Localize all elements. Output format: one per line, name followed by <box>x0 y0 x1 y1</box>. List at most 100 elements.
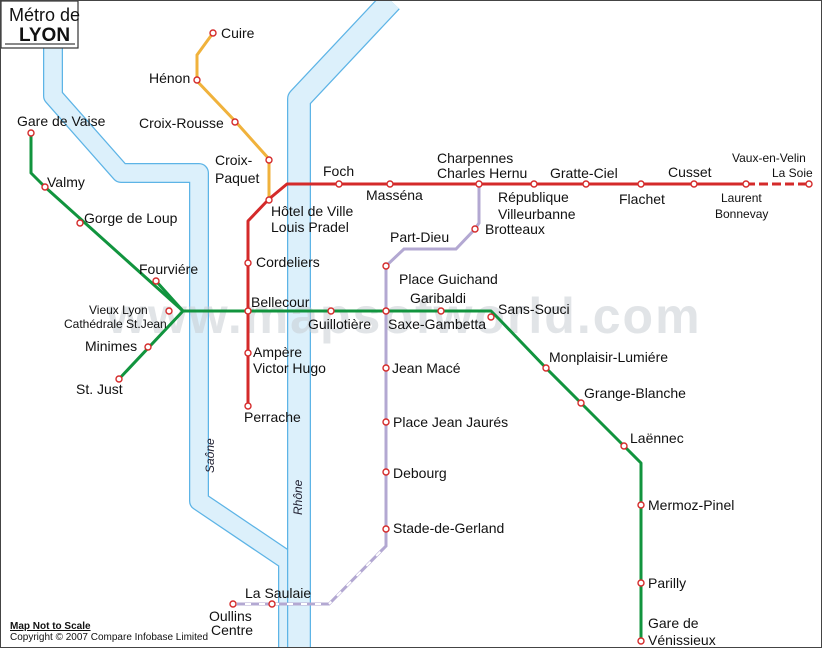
station-label-valmy: Valmy <box>47 174 85 190</box>
station-parilly-dot <box>637 579 645 587</box>
station-label-gare-de-vaise: Gare de Vaise <box>17 113 106 129</box>
station-label-parilly: Parilly <box>648 575 686 591</box>
station-label-flachet: Flachet <box>619 191 665 207</box>
line-d <box>29 133 643 641</box>
station-label-sans-souci: Sans-Souci <box>498 301 570 317</box>
station-label-charpennes-2: Charles Hernu <box>437 165 527 181</box>
station-label-bellecour: Bellecour <box>251 294 310 310</box>
station-label-hotel-de-ville-2: Louis Pradel <box>271 219 349 235</box>
station-label-saxe-gambetta: Saxe-Gambetta <box>388 316 486 332</box>
station-republique-dot <box>530 180 538 188</box>
station-label-jean-jaures: Place Jean Jaurés <box>393 414 508 430</box>
station-label-charpennes-1: Charpennes <box>437 150 513 166</box>
station-laennec-dot <box>620 442 628 450</box>
station-label-place-guichand: Place Guichand <box>399 271 498 287</box>
river-rhone-label: Rhône <box>291 479 305 515</box>
station-label-republique-2: Villeurbanne <box>498 206 576 222</box>
line-c <box>195 32 271 199</box>
station-vaulx-en-velin-dot <box>805 180 813 188</box>
station-mermoz-dot <box>637 501 645 509</box>
station-label-perrache: Perrache <box>244 409 301 425</box>
footer-note: Map Not to Scale <box>10 621 91 632</box>
station-label-foch: Foch <box>323 163 354 179</box>
station-saxe-gambetta-dot <box>382 307 390 315</box>
station-label-brotteaux: Brotteaux <box>485 221 545 237</box>
station-label-gratte-ciel: Gratte-Ciel <box>550 165 618 181</box>
station-label-cordeliers: Cordeliers <box>256 254 320 270</box>
station-label-debourg: Debourg <box>393 465 447 481</box>
station-vieux-lyon-dot <box>165 307 173 315</box>
station-croix-rousse-dot <box>231 118 239 126</box>
station-label-oullins-1: Oullins <box>209 608 252 624</box>
station-label-venissieux-1: Gare de <box>648 615 699 631</box>
station-gratte-ciel-dot <box>582 180 590 188</box>
station-label-republique-1: République <box>498 189 569 205</box>
station-label-hotel-de-ville-1: Hôtel de Ville <box>271 203 353 219</box>
station-label-ampere-2: Victor Hugo <box>253 360 326 376</box>
station-label-vaulx-2: La Soie <box>772 166 813 180</box>
station-stade-gerland-dot <box>382 525 390 533</box>
station-label-massena: Masséna <box>366 187 423 203</box>
title-line-2: LYON <box>19 25 70 46</box>
station-label-monplaisir: Monplaisir-Lumiére <box>549 349 668 365</box>
station-label-oullins-2: Centre <box>211 622 253 638</box>
station-label-laurent-2: Bonnevay <box>715 207 768 221</box>
station-label-mermoz: Mermoz-Pinel <box>648 497 734 513</box>
station-cordeliers-dot <box>244 259 252 267</box>
station-label-fourviere: Fourviére <box>139 261 198 277</box>
station-brotteaux-dot <box>471 225 479 233</box>
station-label-cuire: Cuire <box>221 25 255 41</box>
station-garibaldi-dot <box>437 307 445 315</box>
station-oullins-dot <box>229 600 237 608</box>
station-gorge-de-loup-dot <box>76 219 84 227</box>
river-rhone <box>287 1 400 647</box>
station-croix-paquet-dot <box>265 156 273 164</box>
station-monplaisir-dot <box>542 364 550 372</box>
station-label-ampere-1: Ampère <box>253 344 302 360</box>
station-jean-jaures-dot <box>382 418 390 426</box>
station-foch-dot <box>335 180 343 188</box>
station-la-saulaie-dot <box>268 600 276 608</box>
station-label-vaulx-1: Vaux-en-Velin <box>732 151 806 165</box>
station-label-minimes: Minimes <box>85 338 137 354</box>
station-henon-dot <box>193 76 201 84</box>
station-part-dieu-dot <box>382 262 390 270</box>
station-cuire-dot <box>209 29 217 37</box>
station-fourviere-dot <box>152 277 160 285</box>
station-ampere-dot <box>244 349 252 357</box>
station-jean-mace-dot <box>382 364 390 372</box>
station-charpennes-dot <box>475 180 483 188</box>
station-label-garibaldi: Garibaldi <box>410 290 466 306</box>
station-label-croix-rousse: Croix-Rousse <box>139 115 224 131</box>
watermark: www.mapsofworld.com <box>106 288 702 344</box>
station-hotel-de-ville-dot <box>265 196 273 204</box>
station-massena-dot <box>386 180 394 188</box>
station-perrache-dot <box>244 402 252 410</box>
station-label-la-saulaie: La Saulaie <box>245 585 311 601</box>
station-label-vieux-lyon-1: Vieux Lyon <box>89 303 148 317</box>
station-label-vieux-lyon-2: Cathédrale St.Jean <box>64 317 167 331</box>
station-label-part-dieu: Part-Dieu <box>390 229 449 245</box>
station-label-laurent-1: Laurent <box>721 191 762 205</box>
station-sans-souci-dot <box>487 313 495 321</box>
station-label-gorge-de-loup: Gorge de Loup <box>84 210 178 226</box>
station-guillotiere-dot <box>327 307 335 315</box>
station-label-jean-mace: Jean Macé <box>392 360 461 376</box>
river-saone-label: Saône <box>203 438 217 473</box>
station-grange-blanche-dot <box>577 399 585 407</box>
station-bellecour-dot <box>244 307 252 315</box>
station-st-just-dot <box>115 375 123 383</box>
station-label-croix-paquet-2: Paquet <box>215 170 259 186</box>
title-box: Métro de LYON <box>1 1 80 49</box>
station-label-guillotiere: Guillotière <box>308 316 371 332</box>
station-label-venissieux-2: Vénissieux <box>648 632 716 647</box>
station-debourg-dot <box>382 468 390 476</box>
station-label-grange-blanche: Grange-Blanche <box>584 385 686 401</box>
line-b <box>233 184 481 606</box>
title-line-1: Métro de <box>9 5 80 25</box>
station-label-cusset: Cusset <box>668 164 712 180</box>
station-valmy-dot <box>41 183 49 191</box>
footer-copyright: Copyright © 2007 Compare Infobase Limite… <box>10 632 208 643</box>
station-label-stade-gerland: Stade-de-Gerland <box>393 520 504 536</box>
